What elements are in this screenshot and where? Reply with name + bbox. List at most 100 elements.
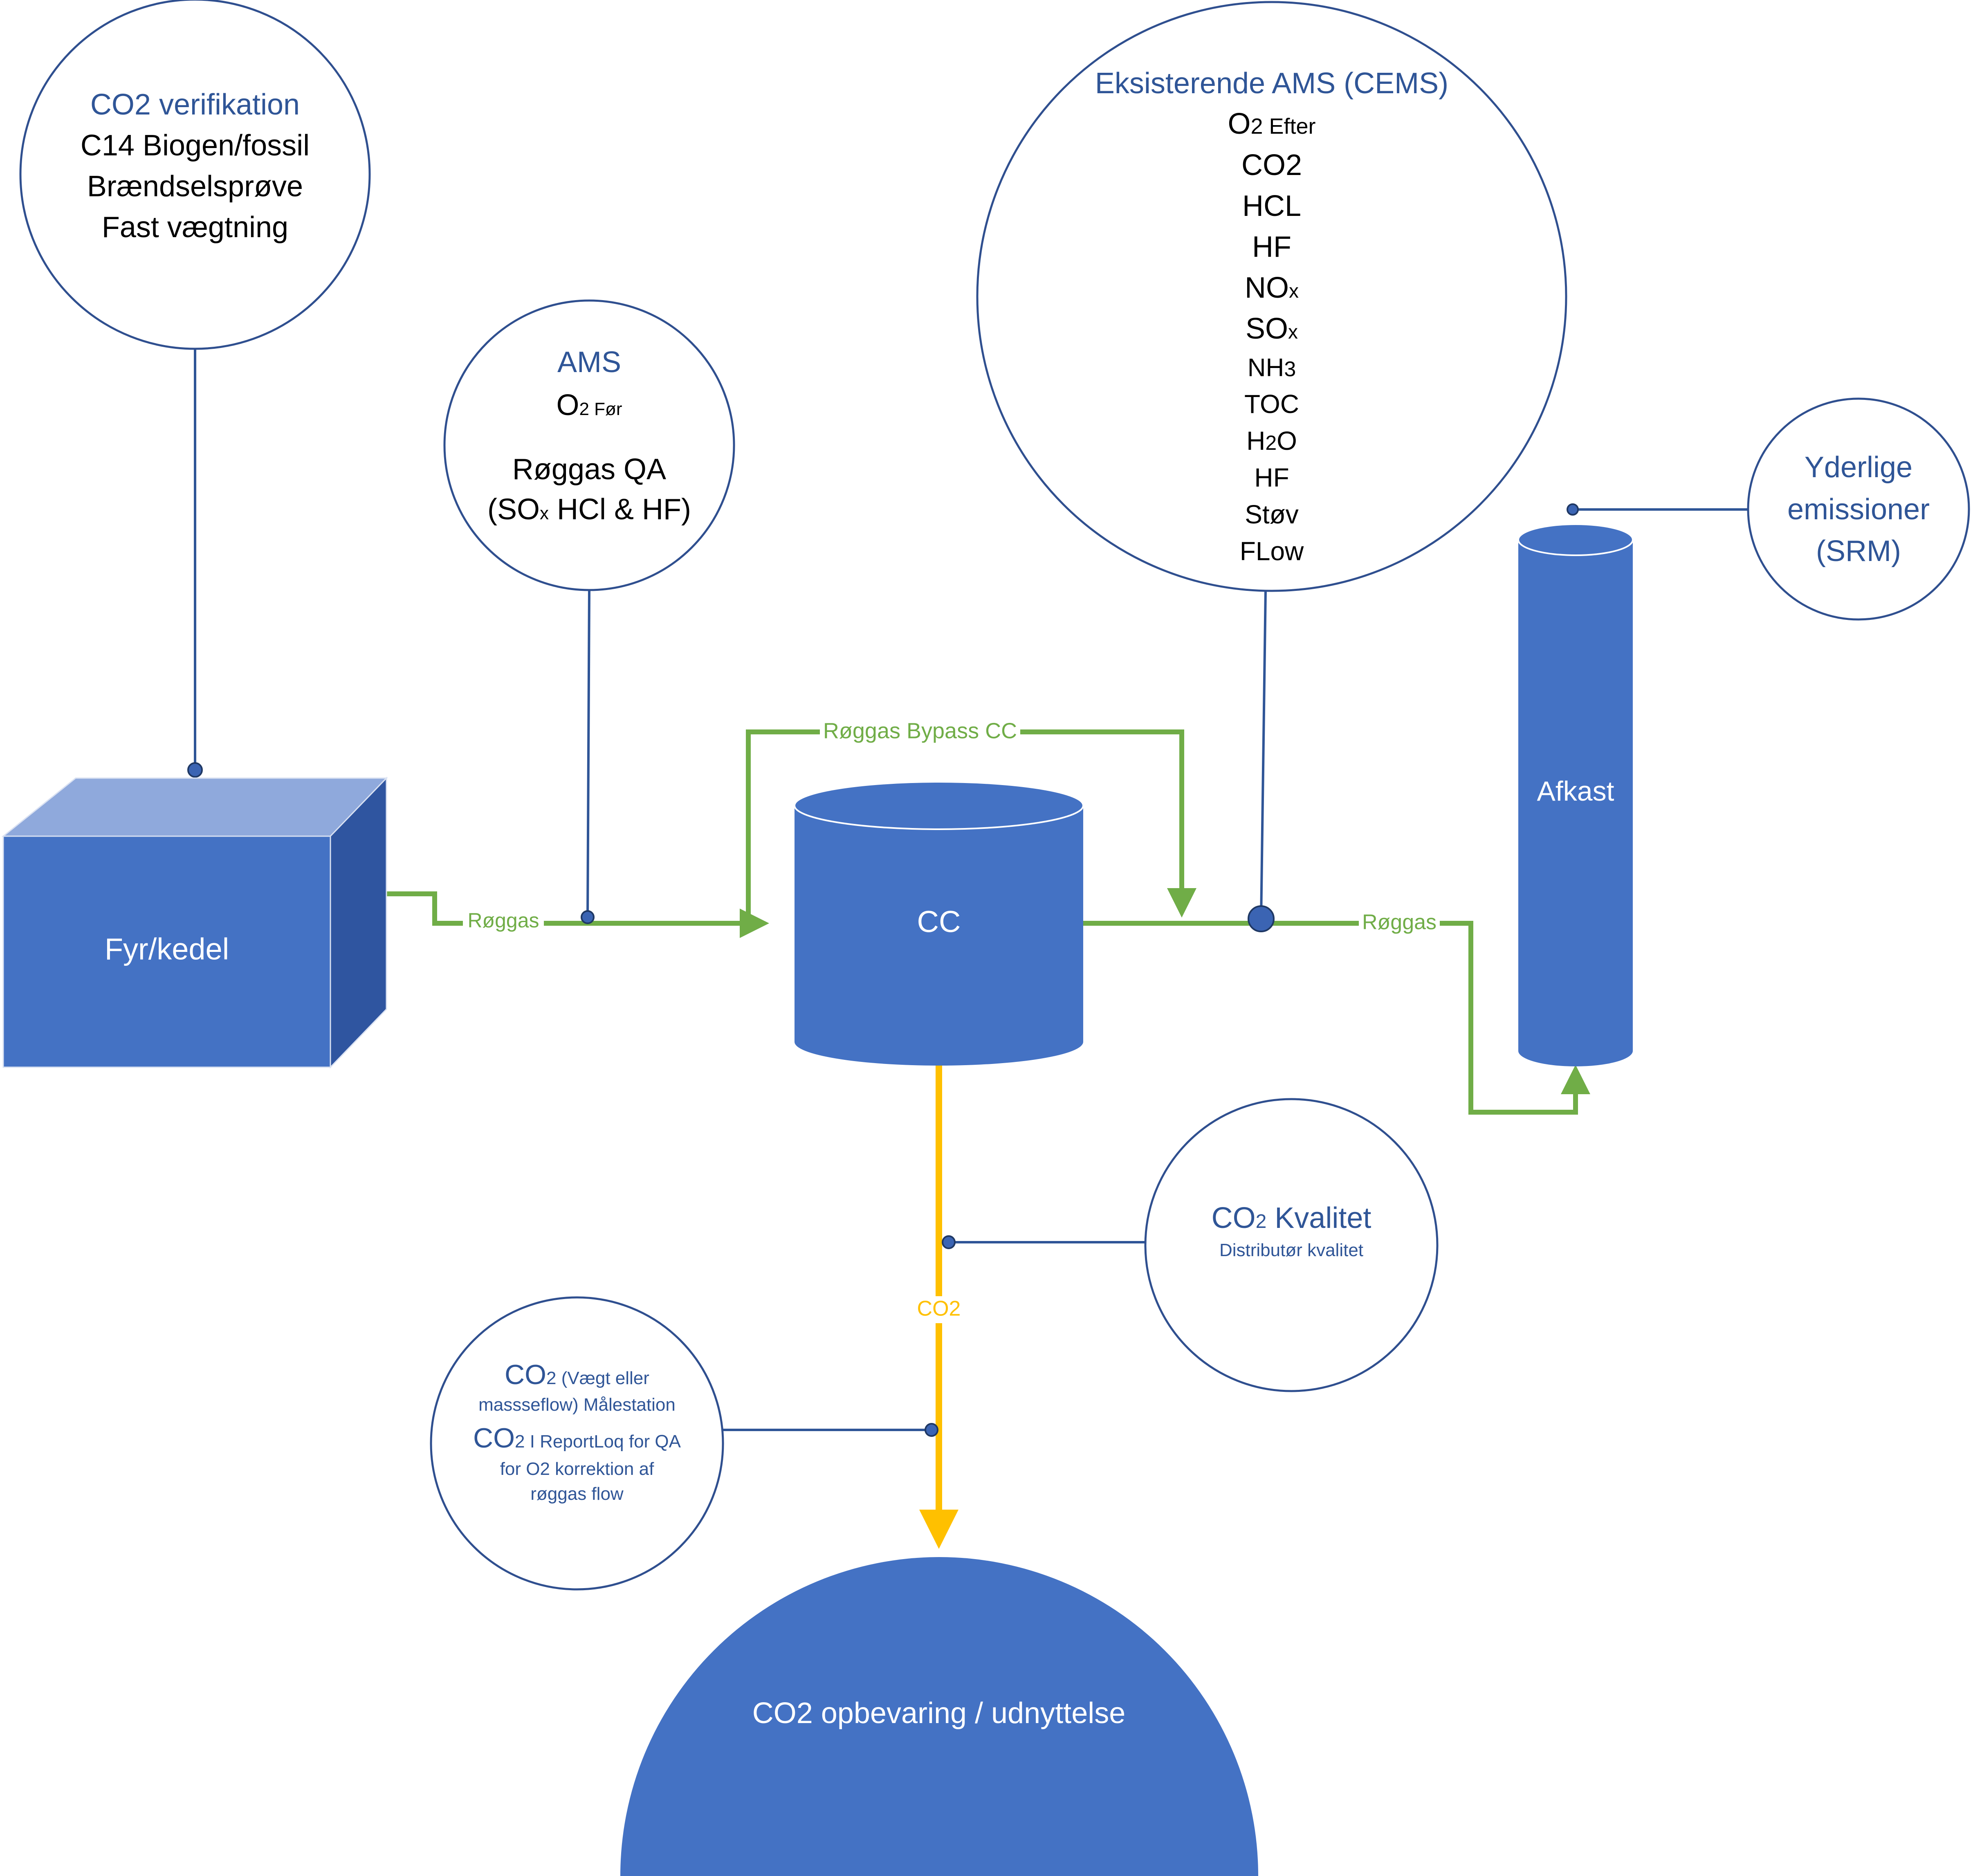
flow-labels: Røggas Røggas Bypass CC Røggas CO2 xyxy=(463,718,1440,1323)
co2-metering-line-3-main: CO xyxy=(473,1423,515,1454)
co2-metering-line-1-main: CO xyxy=(505,1359,546,1390)
stack-label: Afkast xyxy=(1537,776,1614,807)
cems-nh3-sub: 3 xyxy=(1284,357,1296,381)
further-emissions-outline xyxy=(1747,397,1970,621)
co2-verification-title: CO2 verifikation xyxy=(90,88,300,121)
connector-lines xyxy=(194,349,1748,1431)
cems-title: Eksisterende AMS (CEMS) xyxy=(1095,67,1448,100)
cems-hcl: HCL xyxy=(1242,190,1301,222)
bypass-label-bg xyxy=(820,719,1020,746)
co2-metering-line-1-small: 2 (Vægt eller xyxy=(546,1368,649,1388)
flue-gas-out-label: Røggas xyxy=(1362,911,1437,934)
cems-nox: NOx xyxy=(1245,272,1299,304)
ams-outline xyxy=(443,299,735,591)
ams-o2: O2 Før xyxy=(556,389,622,422)
ams-o2-main: O xyxy=(556,389,579,422)
cems-outline xyxy=(976,1,1567,592)
co2-quality-subtitle: Distributør kvalitet xyxy=(1219,1240,1363,1260)
stack-top xyxy=(1517,523,1634,556)
cems-sox-main: SO xyxy=(1246,312,1288,345)
ams-qa-line-2-b: HCl & HF) xyxy=(549,493,691,526)
ams-qa-line-1: Røggas QA xyxy=(512,453,666,486)
boiler-label: Fyr/kedel xyxy=(105,932,229,966)
co2-quality-outline xyxy=(1144,1098,1439,1392)
co2-metering-line-3: CO2 I ReportLoq for QA xyxy=(473,1423,681,1454)
cc-label: CC xyxy=(917,905,961,939)
further-emissions-line-1: Yderlige xyxy=(1805,451,1912,484)
co2-metering-line-2: massseflow) Målestation xyxy=(478,1395,676,1415)
ams-o2-sub: 2 Før xyxy=(579,399,622,419)
co2-flow-label: CO2 xyxy=(917,1297,961,1321)
cems-nh3-main: NH xyxy=(1248,354,1284,382)
cems-hf: HF xyxy=(1252,231,1291,263)
connection-dots xyxy=(187,503,1579,1437)
cems-o2-main: O xyxy=(1228,108,1250,140)
cems-flow: FLow xyxy=(1240,536,1304,566)
cems-circle: Eksisterende AMS (CEMS) O2 Efter CO2 HCL… xyxy=(976,1,1567,592)
cc-top xyxy=(794,781,1084,830)
flue-gas-in-line xyxy=(386,891,769,938)
cems-hf-2: HF xyxy=(1254,463,1289,492)
co2-verification-line-1: C14 Biogen/fossil xyxy=(81,129,310,162)
ams-title: AMS xyxy=(557,346,621,379)
co2-verification-line-2: Brændselsprøve xyxy=(87,170,303,203)
cems-nh3: NH3 xyxy=(1248,354,1296,382)
cems-co2: CO2 xyxy=(1241,149,1302,182)
co2-verification-circle: CO2 verifikation C14 Biogen/fossil Brænd… xyxy=(19,0,371,350)
co2-metering-line-4: for O2 korrektion af xyxy=(500,1459,654,1479)
cems-dust: Støv xyxy=(1245,500,1299,529)
further-emissions-line-2: emissioner xyxy=(1787,493,1930,526)
co2-quality-title-sub: 2 xyxy=(1256,1211,1267,1232)
boiler-box: Fyr/kedel xyxy=(1,776,388,1069)
storage-dome: CO2 opbevaring / udnyttelse xyxy=(620,1557,1258,1876)
co2-verification-line-3: Fast vægtning xyxy=(102,211,288,244)
co2-label-bg xyxy=(910,1296,967,1323)
flue-gas-in-label: Røggas xyxy=(467,909,539,932)
further-emissions-circle: Yderlige emissioner (SRM) xyxy=(1747,397,1970,621)
stack-body xyxy=(1518,540,1633,1066)
co2-metering-line-1: CO2 (Vægt eller xyxy=(505,1359,649,1390)
dot-cems xyxy=(1248,905,1275,932)
cems-o2-sub: 2 Efter xyxy=(1250,114,1315,139)
ams-circle: AMS O2 Før Røggas QA (SOx HCl & HF) xyxy=(443,299,735,591)
dot-boiler xyxy=(187,762,203,778)
cc-cylinder: CC xyxy=(794,781,1084,1066)
dot-ams xyxy=(581,910,595,924)
ams-qa-line-2-a: (SO xyxy=(487,493,540,526)
cems-nox-main: NO xyxy=(1245,272,1289,304)
dot-quality xyxy=(942,1235,956,1249)
co2-quality-circle: CO2 Kvalitet Distributør kvalitet xyxy=(1144,1098,1439,1392)
connector-ams xyxy=(586,590,590,918)
cems-toc: TOC xyxy=(1244,389,1299,419)
boiler-top xyxy=(1,777,388,837)
co2-quality-title-end: Kvalitet xyxy=(1266,1202,1371,1234)
co2-quality-title-main: CO xyxy=(1212,1202,1256,1234)
flue-gas-in-label-bg xyxy=(463,909,544,936)
co2-quality-title: CO2 Kvalitet xyxy=(1212,1202,1371,1234)
stack-cylinder: Afkast xyxy=(1517,523,1634,1066)
cems-h2o-end: O xyxy=(1277,426,1297,456)
cems-o2: O2 Efter xyxy=(1228,108,1315,140)
co2-verification-outline xyxy=(19,0,371,350)
cc-body xyxy=(795,806,1083,1066)
further-emissions-line-3: (SRM) xyxy=(1816,535,1901,568)
cems-h2o: H2O xyxy=(1246,426,1297,456)
connector-cems xyxy=(1260,590,1267,919)
flue-gas-out-line xyxy=(1082,921,1590,1115)
co2-metering-circle: CO2 (Vægt eller massseflow) Målestation … xyxy=(430,1296,724,1591)
ams-qa-line-2: (SOx HCl & HF) xyxy=(487,493,691,526)
storage-shape xyxy=(620,1557,1258,1876)
boiler-front xyxy=(2,835,331,1068)
cems-h2o-main: H xyxy=(1246,426,1265,456)
cems-sox: SOx xyxy=(1246,312,1298,345)
flue-gas-out-label-bg xyxy=(1359,910,1440,937)
dot-stack xyxy=(1567,503,1579,516)
co2-metering-line-3-small: 2 I ReportLoq for QA xyxy=(515,1432,681,1452)
ams-qa-line-2-sub: x xyxy=(540,503,549,523)
co2-metering-line-5: røggas flow xyxy=(530,1484,624,1504)
cems-h2o-sub: 2 xyxy=(1265,431,1277,454)
co2-metering-outline xyxy=(430,1296,724,1591)
dot-metering xyxy=(925,1423,938,1437)
bypass-label: Røggas Bypass CC xyxy=(823,718,1017,743)
